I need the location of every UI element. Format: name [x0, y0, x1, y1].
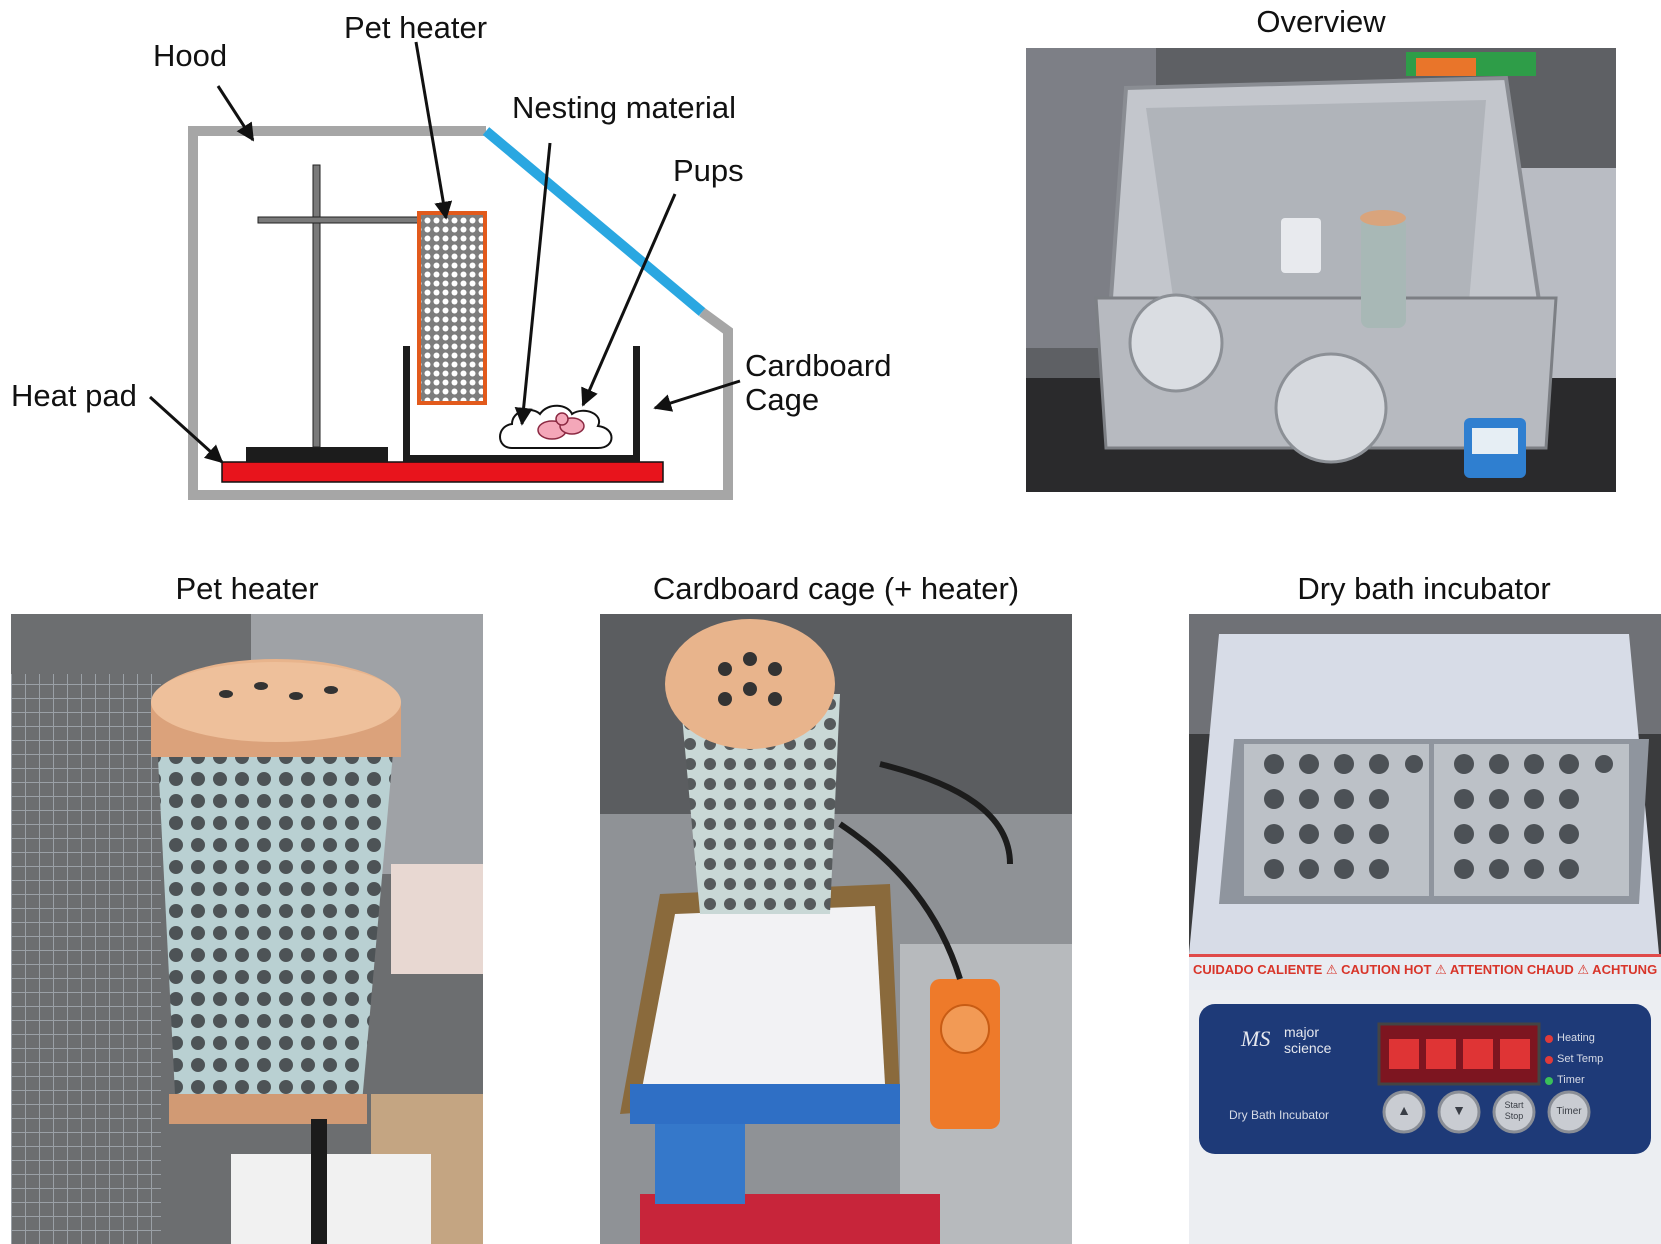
stand-base: [246, 447, 388, 462]
dry-bath-indicator-timer: Timer: [1557, 1074, 1585, 1086]
caption-dry-bath: Dry bath incubator: [1297, 571, 1551, 606]
pet-heater-photo: [11, 614, 483, 1244]
hood-window: [482, 127, 706, 316]
dry-bath-button-timer: Timer: [1556, 1106, 1582, 1117]
heat-pad: [221, 461, 664, 483]
stand-pole: [312, 164, 321, 448]
cardboard-cage-photo: [600, 614, 1072, 1244]
hood-arrow: [216, 85, 255, 142]
label-cardboard: Cardboard: [745, 348, 892, 383]
cage-wall-left: [403, 346, 410, 462]
pups-shape: [537, 412, 585, 440]
cardboard-cage-arrow: [653, 379, 741, 412]
heat-pad-arrow: [148, 395, 224, 464]
nesting-material-arrow: [514, 142, 552, 426]
stand-arm: [257, 216, 421, 224]
dry-bath-brand-line2: science: [1284, 1040, 1332, 1056]
caption-overview: Overview: [1256, 4, 1386, 39]
setup-schematic: [148, 41, 741, 500]
label-nesting-material: Nesting material: [512, 90, 736, 125]
dry-bath-brand-logo: MS: [1241, 1026, 1271, 1051]
cage-wall-right: [633, 346, 640, 462]
caption-cardboard-cage: Cardboard cage (+ heater): [652, 571, 1020, 606]
label-cage: Cage: [745, 382, 820, 417]
dry-bath-indicator-settemp: Set Temp: [1557, 1053, 1604, 1065]
dry-bath-indicator-heating: Heating: [1557, 1032, 1595, 1044]
dry-bath-photo: CUIDADO CALIENTE ⚠ CAUTION HOT ⚠ ATTENTI…: [1189, 614, 1661, 1244]
dry-bath-brand-line1: major: [1284, 1024, 1320, 1040]
overview-photo: [1026, 48, 1616, 492]
label-heat-pad: Heat pad: [11, 378, 137, 413]
dry-bath-warning-strip: CUIDADO CALIENTE ⚠ CAUTION HOT ⚠ ATTENTI…: [1193, 962, 1657, 977]
dry-bath-button-startstop: Start Stop: [1504, 1100, 1524, 1121]
cage-floor: [403, 455, 640, 462]
dry-bath-model: Dry Bath Incubator: [1229, 1108, 1330, 1122]
pet-heater-shape: [417, 211, 487, 405]
pet-heater-arrow: [414, 41, 453, 220]
dry-bath-button-down: ▼: [1452, 1102, 1466, 1118]
label-hood: Hood: [153, 38, 228, 73]
pups-arrow: [581, 193, 677, 407]
dry-bath-button-up: ▲: [1397, 1102, 1411, 1118]
caption-pet-heater: Pet heater: [175, 571, 319, 606]
label-pups: Pups: [673, 153, 744, 188]
label-pet-heater: Pet heater: [344, 10, 488, 45]
